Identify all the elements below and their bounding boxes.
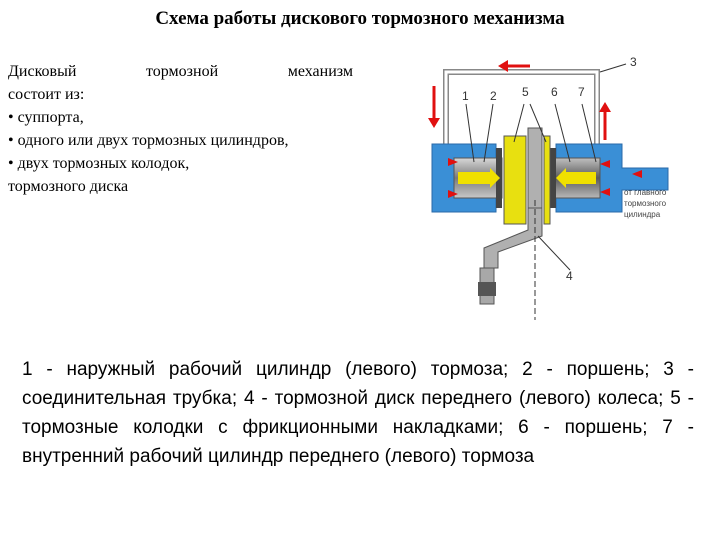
pressure-arrow-inner [556, 168, 596, 188]
label-1: 1 [462, 89, 469, 103]
brake-diagram: 1 2 5 6 7 3 4 от главного тормозного цил… [428, 55, 669, 320]
intro-item: • суппорта, [8, 109, 84, 126]
legend-text: 1 - наружный рабочий цилиндр (левого) то… [22, 359, 694, 467]
supply-note-line-2: тормозного [624, 199, 667, 208]
label-2: 2 [490, 89, 497, 103]
flow-arrow-left [428, 86, 440, 128]
flow-arrow-right [599, 102, 611, 140]
brake-disc [527, 127, 543, 209]
label-7: 7 [578, 85, 585, 99]
label-3: 3 [630, 55, 637, 69]
intro-line-2: состоит из: [8, 86, 85, 103]
intro-text: Дисковый тормозной механизм состоит из: … [8, 60, 353, 198]
supply-note-line-3: цилиндра [624, 210, 661, 219]
intro-word: Дисковый [8, 63, 77, 80]
flow-arrow-top [498, 60, 530, 72]
intro-line-1: Дисковый тормозной механизм [8, 60, 353, 83]
fluid-inlet-arrows [448, 158, 642, 198]
intro-item: тормозного диска [8, 178, 129, 195]
pressure-arrow-outer [458, 168, 500, 188]
label-5: 5 [522, 85, 529, 99]
label-4: 4 [566, 269, 573, 283]
intro-word: механизм [287, 63, 353, 80]
supply-note-line-1: от главного [624, 188, 667, 197]
leader-lines [465, 63, 627, 271]
disc-hub-arm [483, 199, 543, 269]
intro-item: • одного или двух тормозных цилиндров, [8, 132, 289, 149]
label-6: 6 [551, 85, 558, 99]
inner-piston-plate [550, 148, 556, 208]
intro-word: тормозной [146, 63, 219, 80]
outer-brake-pad [503, 135, 527, 225]
inner-brake-pad [543, 135, 551, 225]
intro-item: • двух тормозных колодок, [8, 155, 190, 172]
page-title: Схема работы дискового тормозного механи… [155, 8, 565, 29]
hub-bearing [478, 282, 496, 296]
connecting-tube-bore [444, 70, 599, 154]
